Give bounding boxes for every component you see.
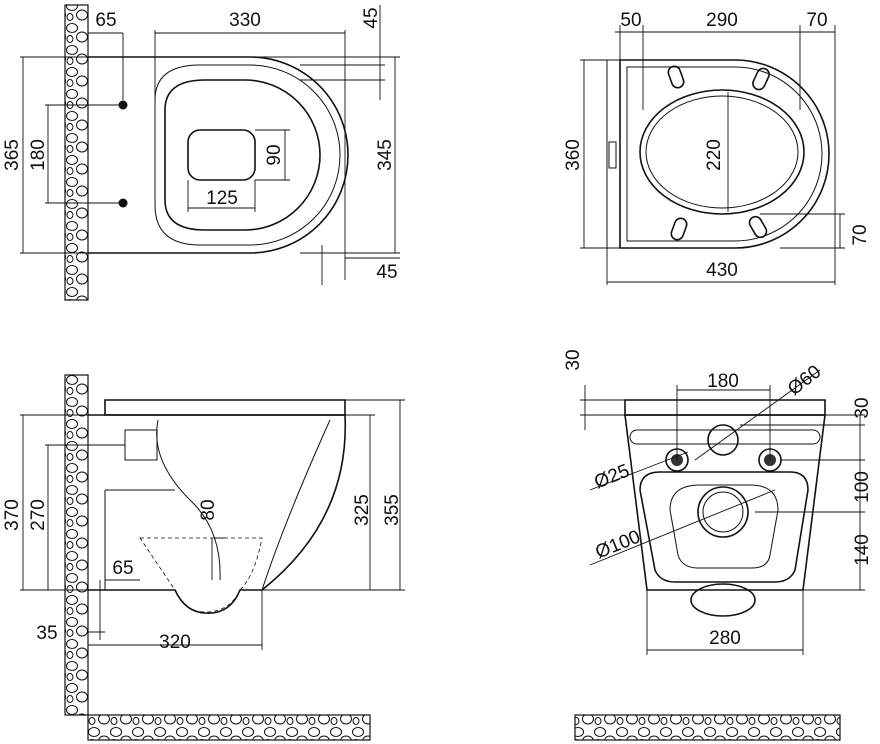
dim-bowl-height: 325	[352, 494, 373, 526]
seat-ring-inner	[645, 95, 799, 209]
inlet-connector	[124, 429, 158, 461]
dimension-lines	[20, 399, 405, 650]
dim-inlet-offset: 30	[852, 397, 873, 418]
dim-top-offset: 30	[563, 349, 584, 370]
dimension-lines	[580, 369, 865, 655]
dim-middle: 290	[706, 10, 738, 31]
flush-opening	[187, 129, 256, 181]
dim-bumper-offset: 70	[850, 224, 871, 245]
outlet-hole	[697, 486, 749, 538]
seat-ring	[639, 89, 805, 215]
dim-overall-height: 370	[2, 499, 23, 531]
bowl-outline	[88, 56, 349, 254]
dim-bolt-to-outlet: 100	[852, 471, 873, 503]
seat-bumpers	[667, 65, 770, 241]
dim-opening-width: 125	[206, 188, 238, 209]
top-view: 65 330 45 365 180 345 90 125 45	[2, 4, 400, 301]
dim-rim-offset: 45	[361, 7, 382, 28]
seat-side	[104, 399, 346, 416]
inner-bowl	[164, 79, 321, 231]
rear-view: 30 180 Ø60 30 Ø25 100 Ø100 140 280	[563, 349, 873, 741]
hinge	[608, 141, 617, 169]
outlet-lobe	[690, 583, 756, 617]
dim-inner-width: 345	[375, 139, 396, 171]
dim-front-offset: 45	[376, 262, 397, 283]
dim-bolt-spacing: 180	[707, 371, 739, 392]
wall-hatch	[64, 374, 89, 716]
dim-total-width: 365	[2, 139, 23, 171]
outlet-pipe	[104, 489, 175, 590]
dim-bolt-spacing: 180	[28, 139, 49, 171]
side-view: 370 270 80 325 355 65 35 320	[2, 374, 405, 741]
seat-rear	[624, 399, 826, 416]
outlet-hole-inner	[702, 491, 744, 533]
dimension-lines	[20, 5, 400, 285]
floor-hatch	[87, 714, 371, 741]
water-level	[139, 537, 263, 613]
mounting-slot	[629, 429, 821, 445]
dim-outlet-length: 320	[159, 632, 191, 653]
bowl-rear-outline	[624, 414, 826, 591]
seat-view: 50 290 70 360 220 70 430	[563, 10, 871, 285]
dim-bolt-diameter: Ø25	[591, 460, 632, 493]
dim-outlet-offset: 65	[112, 558, 133, 579]
dim-outlet-height: 140	[852, 534, 873, 566]
dim-outlet-diameter: Ø100	[592, 526, 643, 563]
dim-water-depth: 80	[198, 499, 219, 520]
dim-length: 330	[229, 10, 261, 31]
dimension-lines	[580, 25, 845, 285]
bowl-inner-curve	[261, 419, 331, 591]
dim-wall-offset: 65	[95, 10, 116, 31]
dim-rear: 50	[620, 10, 641, 31]
dim-wall-gap: 35	[36, 623, 57, 644]
dim-ring-depth: 220	[704, 139, 725, 171]
floor-hatch	[574, 714, 841, 741]
rim-outline	[154, 64, 341, 246]
dim-opening-depth: 90	[264, 144, 285, 165]
rear-recess	[639, 471, 809, 583]
rear-recess-inner	[669, 484, 779, 569]
dim-fixing-height: 270	[28, 499, 49, 531]
dim-front: 70	[806, 10, 827, 31]
wall-hatch	[64, 4, 89, 301]
dim-total-height: 355	[382, 494, 403, 526]
dim-width: 280	[709, 628, 741, 649]
inlet-hole	[707, 424, 739, 456]
seat-outline	[619, 59, 830, 249]
trapway	[156, 419, 221, 581]
dim-depth: 360	[563, 139, 584, 171]
dim-inlet-diameter: Ø60	[784, 361, 825, 400]
dim-width: 430	[706, 260, 738, 281]
